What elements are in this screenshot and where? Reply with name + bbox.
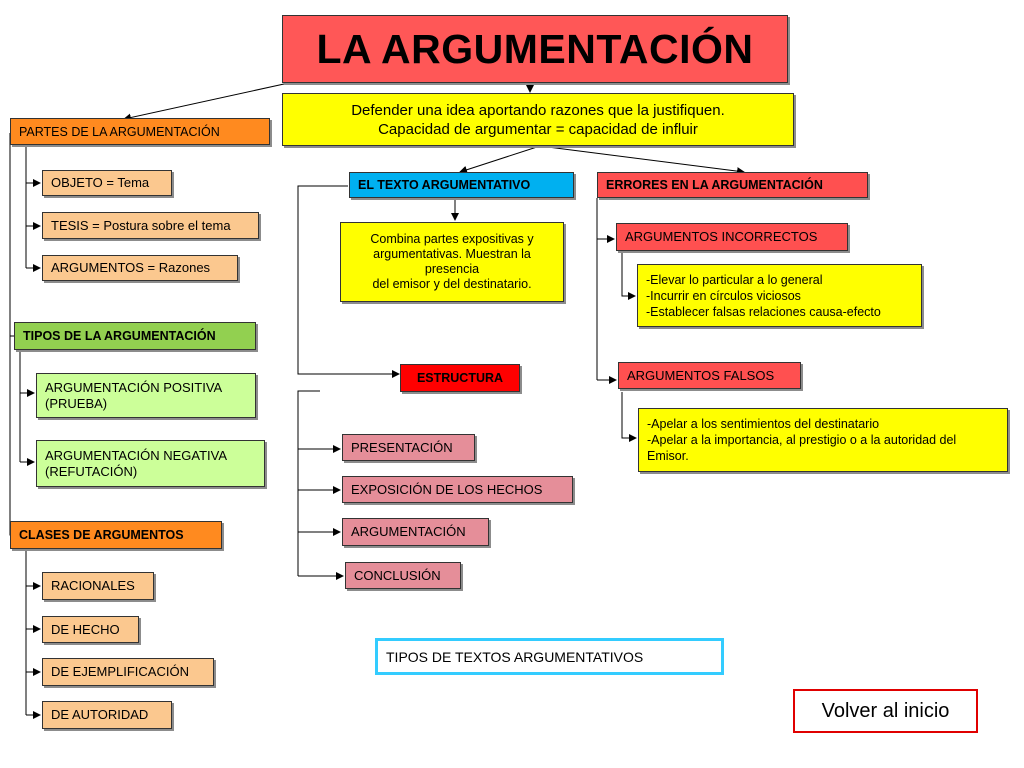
errores-header-label: ERRORES EN LA ARGUMENTACIÓN	[606, 178, 823, 192]
texto-description-box: Combina partes expositivas y argumentati…	[340, 222, 564, 302]
clases-item-ejemplificacion: DE EJEMPLIFICACIÓN	[42, 658, 214, 686]
partes-item-tesis-label: TESIS = Postura sobre el tema	[51, 217, 231, 233]
tipos-item-negativa-line1: ARGUMENTACIÓN NEGATIVA	[45, 447, 228, 463]
tipos-header-label: TIPOS DE LA ARGUMENTACIÓN	[23, 329, 216, 343]
errores-incorrectos-label: ARGUMENTOS INCORRECTOS	[625, 229, 818, 244]
texto-header: EL TEXTO ARGUMENTATIVO	[349, 172, 574, 198]
errores-falsos-list: -Apelar a los sentimientos del destinata…	[638, 408, 1008, 472]
estructura-item-conclusion-label: CONCLUSIÓN	[354, 567, 441, 583]
clases-header: CLASES DE ARGUMENTOS	[10, 521, 222, 549]
tipos-item-positiva: ARGUMENTACIÓN POSITIVA (PRUEBA)	[36, 373, 256, 418]
estructura-item-presentacion: PRESENTACIÓN	[342, 434, 475, 461]
tipos-item-positiva-line1: ARGUMENTACIÓN POSITIVA	[45, 379, 223, 395]
tipos-header: TIPOS DE LA ARGUMENTACIÓN	[14, 322, 256, 350]
errores-incorrectos-item-1: -Elevar lo particular a lo general	[646, 272, 823, 287]
estructura-item-argumentacion-label: ARGUMENTACIÓN	[351, 524, 466, 539]
errores-falsos-box: ARGUMENTOS FALSOS	[618, 362, 801, 389]
estructura-header-label: ESTRUCTURA	[416, 371, 504, 385]
estructura-header: ESTRUCTURA	[400, 364, 520, 392]
clases-item-autoridad-label: DE AUTORIDAD	[51, 707, 149, 722]
clases-item-autoridad: DE AUTORIDAD	[42, 701, 172, 729]
page-title: LA ARGUMENTACIÓN	[282, 15, 788, 83]
partes-item-argumentos: ARGUMENTOS = Razones	[42, 255, 238, 281]
page-title-text: LA ARGUMENTACIÓN	[316, 26, 754, 72]
texto-description-line4: del emisor y del destinatario.	[372, 277, 532, 291]
errores-incorrectos-item-2: -Incurrir en círculos viciosos	[646, 288, 801, 303]
clases-item-hecho: DE HECHO	[42, 616, 139, 643]
texto-description-line1: Combina partes expositivas y	[370, 232, 534, 246]
volver-inicio-button[interactable]: Volver al inicio	[793, 689, 978, 733]
errores-header: ERRORES EN LA ARGUMENTACIÓN	[597, 172, 868, 198]
partes-item-argumentos-label: ARGUMENTOS = Razones	[51, 260, 211, 275]
clases-header-label: CLASES DE ARGUMENTOS	[19, 528, 184, 542]
estructura-item-argumentacion: ARGUMENTACIÓN	[342, 518, 489, 546]
errores-falsos-item-3: Emisor.	[647, 449, 689, 463]
texto-description-line3: presencia	[424, 262, 480, 276]
errores-falsos-item-2: -Apelar a la importancia, al prestigio o…	[647, 433, 957, 447]
errores-falsos-label: ARGUMENTOS FALSOS	[627, 367, 775, 383]
tipos-item-positiva-line2: (PRUEBA)	[45, 395, 108, 411]
errores-falsos-item-1: -Apelar a los sentimientos del destinata…	[647, 417, 880, 431]
partes-item-objeto: OBJETO = Tema	[42, 170, 172, 196]
partes-item-objeto-label: OBJETO = Tema	[51, 175, 150, 190]
estructura-item-conclusion: CONCLUSIÓN	[345, 562, 461, 589]
errores-incorrectos-box: ARGUMENTOS INCORRECTOS	[616, 223, 848, 251]
tipos-item-negativa: ARGUMENTACIÓN NEGATIVA (REFUTACIÓN)	[36, 440, 265, 487]
clases-item-hecho-label: DE HECHO	[51, 621, 120, 637]
texto-description-line2: argumentativas. Muestran la	[373, 247, 531, 261]
definition-box: Defender una idea aportando razones que …	[282, 93, 794, 146]
tipos-item-negativa-line2: (REFUTACIÓN)	[45, 463, 138, 479]
errores-incorrectos-item-3: -Establecer falsas relaciones causa-efec…	[646, 304, 881, 319]
estructura-item-presentacion-label: PRESENTACIÓN	[351, 439, 453, 455]
estructura-item-exposicion-label: EXPOSICIÓN DE LOS HECHOS	[351, 481, 543, 497]
partes-header: PARTES DE LA ARGUMENTACIÓN	[10, 118, 270, 145]
texto-header-label: EL TEXTO ARGUMENTATIVO	[358, 178, 531, 192]
clases-item-racionales: RACIONALES	[42, 572, 154, 600]
tipos-textos-link[interactable]: TIPOS DE TEXTOS ARGUMENTATIVOS	[375, 638, 724, 675]
definition-line-2: Capacidad de argumentar = capacidad de i…	[378, 120, 698, 138]
partes-item-tesis: TESIS = Postura sobre el tema	[42, 212, 259, 239]
partes-header-label: PARTES DE LA ARGUMENTACIÓN	[19, 124, 220, 139]
estructura-item-exposicion: EXPOSICIÓN DE LOS HECHOS	[342, 476, 573, 503]
clases-item-racionales-label: RACIONALES	[51, 578, 135, 593]
errores-incorrectos-list: -Elevar lo particular a lo general -Incu…	[637, 264, 922, 327]
volver-inicio-label: Volver al inicio	[821, 700, 950, 722]
tipos-textos-link-label: TIPOS DE TEXTOS ARGUMENTATIVOS	[386, 648, 644, 665]
clases-item-ejemplificacion-label: DE EJEMPLIFICACIÓN	[51, 664, 189, 679]
definition-line-1: Defender una idea aportando razones que …	[351, 101, 725, 119]
